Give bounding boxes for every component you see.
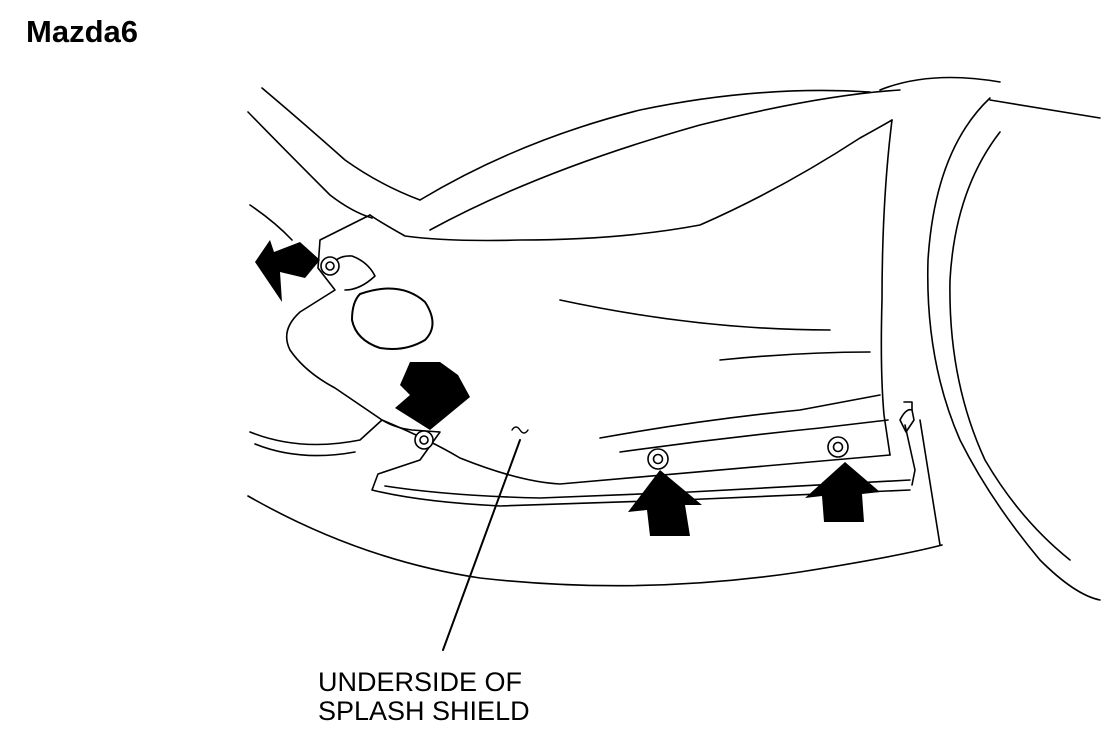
- wheel-arch: [926, 97, 1101, 601]
- body-line: [419, 89, 871, 201]
- clip-detail: [899, 408, 915, 433]
- bolt-icon: [414, 430, 434, 450]
- arrow-icon: [805, 462, 880, 522]
- splash-shield-callout: UNDERSIDE OF SPLASH SHIELD: [318, 668, 530, 726]
- crease-line: [249, 204, 293, 241]
- wheel-arch: [949, 131, 1071, 561]
- crease-line: [559, 299, 831, 331]
- clip-detail: [903, 401, 913, 411]
- callout-line-1: UNDERSIDE OF: [318, 667, 523, 697]
- body-line: [879, 76, 1001, 91]
- body-line: [989, 99, 1101, 119]
- callout-line-2: SPLASH SHIELD: [318, 696, 530, 726]
- shield-outline: [285, 214, 891, 485]
- lower-surface: [371, 419, 911, 507]
- lower-surface: [254, 443, 356, 457]
- service-hole: [351, 287, 434, 350]
- page-title: Mazda6: [26, 14, 138, 49]
- shield-edge: [880, 119, 893, 456]
- arrow-icon: [255, 240, 320, 302]
- crease-line: [719, 351, 871, 361]
- bumper-line: [919, 419, 941, 546]
- leader-line: [442, 439, 521, 651]
- bumper-line: [904, 424, 916, 486]
- lower-surface: [619, 419, 889, 453]
- lower-surface: [249, 419, 383, 446]
- body-line: [429, 89, 901, 231]
- bolt-icon: [827, 436, 849, 458]
- bolt-icon: [320, 256, 340, 276]
- arrow-icon: [395, 362, 470, 430]
- lower-surface: [599, 394, 881, 439]
- arrow-icon: [628, 470, 702, 536]
- leader-line: [511, 426, 529, 434]
- bumper-line: [247, 495, 943, 587]
- body-line: [261, 87, 421, 201]
- body-line: [247, 111, 373, 219]
- shield-edge: [369, 119, 893, 242]
- bolt-icon: [647, 448, 669, 470]
- bolt-tab: [329, 255, 376, 291]
- lower-surface: [384, 479, 911, 499]
